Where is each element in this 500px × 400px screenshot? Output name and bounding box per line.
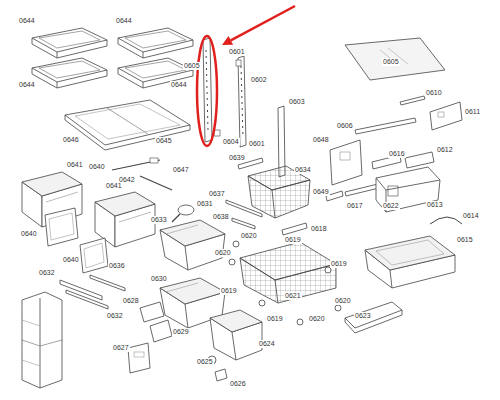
callout-number: 0621	[284, 292, 302, 300]
callout-number: 0617	[346, 202, 364, 210]
callout-number: 0633	[150, 216, 168, 224]
callout-number: 0641	[66, 161, 84, 169]
callout-number: 0649	[312, 188, 330, 196]
callout-number: 0619	[220, 287, 238, 295]
callout-number: 0630	[150, 275, 168, 283]
callout-number: 0644	[18, 17, 36, 25]
callout-number: 0636	[108, 262, 126, 270]
callout-number: 0604	[222, 138, 240, 146]
callout-number: 0619	[284, 236, 302, 244]
callout-number: 0610	[425, 89, 443, 97]
callout-number: 0624	[258, 340, 276, 348]
callout-number: 0637	[208, 190, 226, 198]
callout-number: 0639	[228, 154, 246, 162]
callout-number: 0644	[115, 17, 133, 25]
callout-number: 0615	[456, 236, 474, 244]
callout-number: 0640	[62, 256, 80, 264]
callout-number: 0638	[212, 213, 230, 221]
callout-number: 0645	[155, 137, 173, 145]
callout-number: 0618	[310, 225, 328, 233]
callout-number: 0601	[248, 140, 266, 148]
callout-number: 0623	[354, 312, 372, 320]
callout-number: 0644	[170, 81, 188, 89]
callout-number: 0646	[62, 136, 80, 144]
callout-number: 0634	[294, 166, 312, 174]
callout-number: 0627	[112, 344, 130, 352]
callout-number: 0632	[38, 269, 56, 277]
callout-number: 0629	[172, 328, 190, 336]
callout-number: 0640	[20, 230, 38, 238]
callout-number: 0648	[312, 136, 330, 144]
callout-number: 0641	[105, 182, 123, 190]
callout-number: 0622	[382, 202, 400, 210]
callout-number: 0619	[266, 315, 284, 323]
callout-number: 0605	[183, 62, 201, 70]
callout-number: 0601	[228, 48, 246, 56]
callout-number: 0605	[382, 58, 400, 66]
callout-number: 0620	[240, 232, 258, 240]
callout-number: 0620	[214, 249, 232, 257]
callout-number: 0603	[288, 98, 306, 106]
callout-number: 0631	[196, 200, 214, 208]
callout-number: 0628	[122, 297, 140, 305]
callout-number: 0613	[426, 201, 444, 209]
callout-number: 0632	[106, 312, 124, 320]
callout-number: 0620	[334, 297, 352, 305]
callout-number: 0647	[172, 166, 190, 174]
callout-number: 0614	[462, 212, 480, 220]
callout-number: 0606	[336, 122, 354, 130]
callout-number: 0619	[330, 260, 348, 268]
callout-number: 0644	[18, 81, 36, 89]
callout-number: 0620	[308, 315, 326, 323]
callout-number: 0602	[250, 76, 268, 84]
callout-number: 0625	[196, 358, 214, 366]
callout-number: 0640	[88, 163, 106, 171]
callout-number: 0626	[229, 380, 247, 388]
callout-number: 0612	[436, 146, 454, 154]
callout-number: 0616	[388, 150, 406, 158]
callout-number: 0611	[464, 108, 481, 116]
